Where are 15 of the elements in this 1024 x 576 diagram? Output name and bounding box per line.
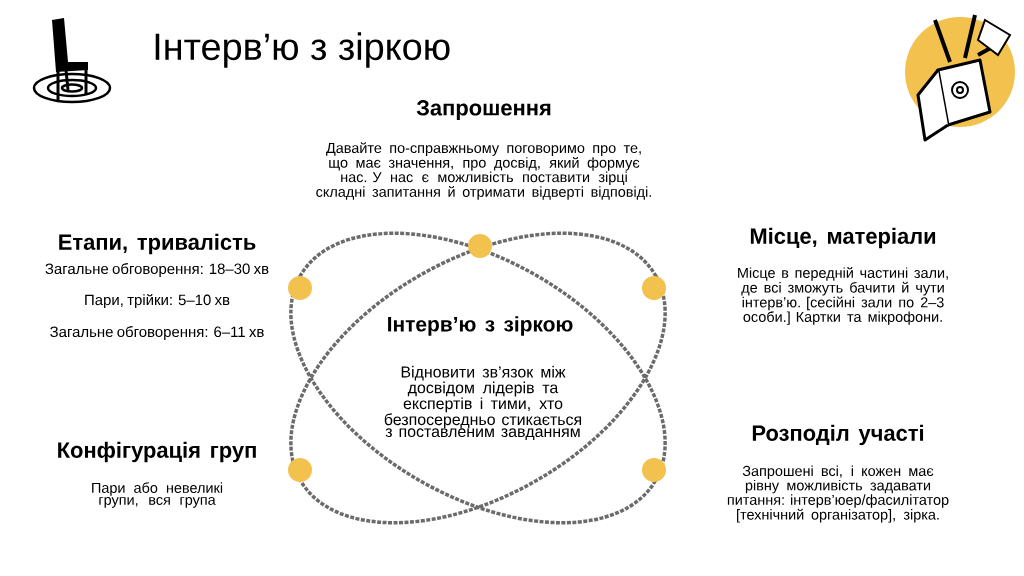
center-text: Відновити зв’язок між досвідом лідерів та експертів і тими, хто безпосередньо стикається з поставленим завданням [384, 365, 582, 441]
section-text: Пари або невеликі групи, вся група [92, 482, 223, 508]
section-heading: Запрошення [416, 100, 551, 120]
section-heading: Конфігурація груп [58, 441, 256, 463]
section-text: Давайте по-справжньому поговоримо про те, що має значення, про досвід, який формує нас. У нас є можливість поставити зірці складні запитання й отримати відверті відповіді. [316, 142, 651, 200]
section-text: Місце в передній частині зали, де всі зможуть бачити й чути інтерв’ю. [сесійні зали по 2–3 особи.] Картки та мікрофони. [738, 267, 948, 325]
center-heading: Інтерв’ю з зіркою [388, 316, 573, 336]
section-heading: Місце, матеріали [750, 227, 936, 249]
section-heading: Етапи, тривалість [59, 233, 256, 255]
section-heading: Розподіл участі [752, 424, 924, 446]
section-text: Запрошені всі, і кожен має рівну можливість задавати питання: інтерв’юер/фасилітатор [технічний організатор], зірка. [727, 465, 949, 523]
section-text: Загальне обговорення: 6–11 хв [50, 325, 264, 340]
section-text: Пари, трійки: 5–10 хв [85, 293, 230, 309]
section-text: Загальне обговорення: 18–30 хв [45, 262, 269, 277]
title: Інтерв’ю з зіркою [155, 32, 450, 68]
